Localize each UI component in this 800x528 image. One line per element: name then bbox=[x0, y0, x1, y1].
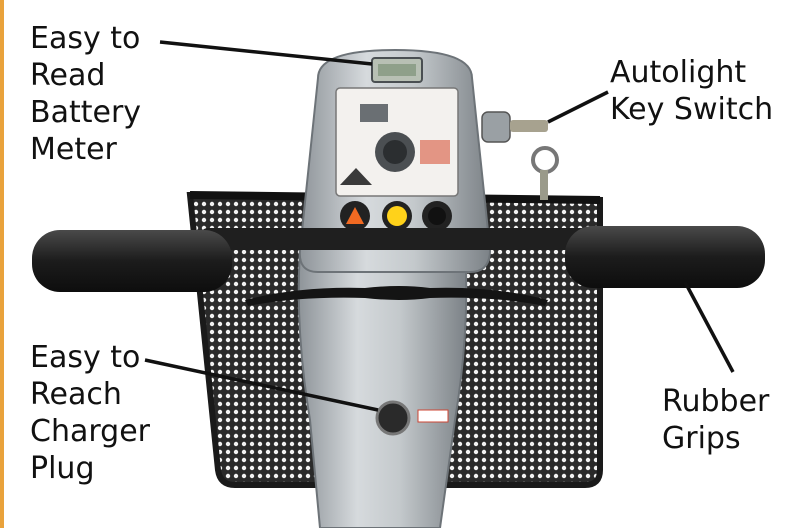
throttle-lever bbox=[245, 286, 548, 306]
console-buttons bbox=[340, 201, 452, 231]
charger-plug-label: Easy to Reach Charger Plug bbox=[30, 340, 150, 486]
left-rubber-grip bbox=[32, 230, 232, 292]
battery-meter-leader bbox=[159, 40, 373, 66]
charger-plug bbox=[375, 400, 449, 436]
rubber-grips-label: Rubber Grips bbox=[662, 384, 770, 456]
key-switch-label: Autolight Key Switch bbox=[610, 55, 774, 127]
horn-button-icon bbox=[387, 206, 407, 226]
right-rubber-grip bbox=[565, 226, 765, 288]
key-switch-leader bbox=[547, 90, 609, 124]
handlebar bbox=[200, 228, 600, 250]
accent-strip bbox=[0, 0, 4, 528]
charger-plug-leader bbox=[144, 358, 379, 412]
rubber-grips-leader bbox=[683, 281, 735, 373]
battery-meter-label: Easy to Read Battery Meter bbox=[30, 21, 142, 167]
battery-meter bbox=[371, 57, 423, 83]
key-switch bbox=[481, 111, 559, 200]
control-panel bbox=[335, 87, 459, 197]
light-button-icon bbox=[428, 207, 446, 225]
hazard-icon bbox=[346, 207, 364, 224]
